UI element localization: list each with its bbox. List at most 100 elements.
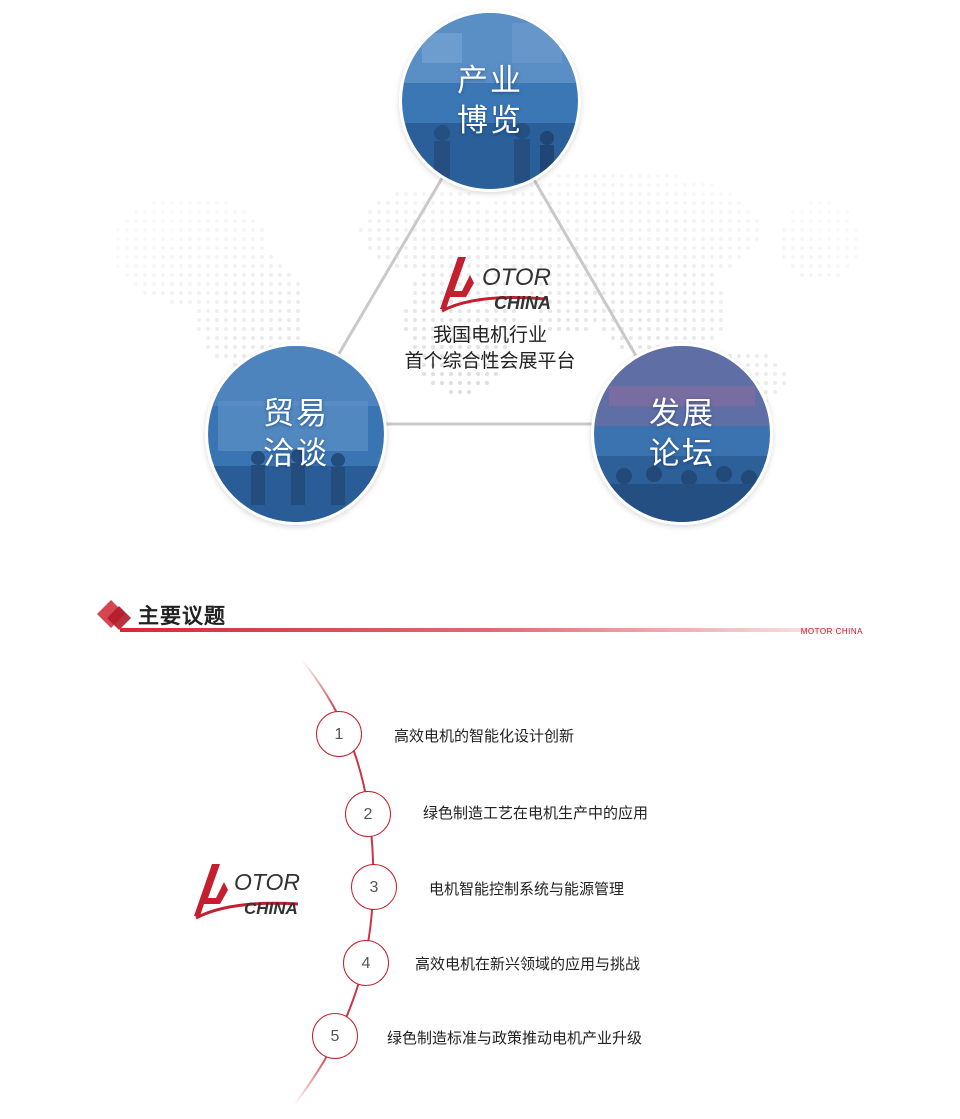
map-dot	[475, 227, 481, 233]
map-dot	[205, 200, 211, 206]
map-dot	[268, 317, 274, 323]
map-dot	[610, 218, 616, 224]
map-dot	[529, 245, 535, 251]
map-dot	[565, 200, 571, 206]
map-dot	[592, 245, 598, 251]
map-dot	[376, 245, 382, 251]
map-dot	[853, 245, 859, 251]
map-dot	[610, 290, 616, 296]
map-dot	[142, 272, 148, 278]
map-dot	[601, 326, 607, 332]
map-dot	[655, 227, 661, 233]
map-dot	[700, 191, 706, 197]
map-dot	[637, 182, 643, 188]
map-dot	[709, 290, 715, 296]
map-dot	[826, 200, 832, 206]
map-dot	[682, 200, 688, 206]
map-dot	[709, 281, 715, 287]
map-dot	[736, 236, 742, 242]
map-dot	[754, 236, 760, 242]
map-dot	[124, 263, 130, 269]
map-dot	[700, 317, 706, 323]
map-dot	[133, 263, 139, 269]
tagline-line2: 首个综合性会展平台	[404, 350, 576, 372]
map-dot	[187, 236, 193, 242]
map-dot	[772, 389, 778, 395]
map-dot	[439, 371, 445, 377]
map-dot	[637, 335, 643, 341]
map-dot	[628, 281, 634, 287]
map-dot	[475, 272, 481, 278]
map-dot	[610, 245, 616, 251]
map-dot	[412, 335, 418, 341]
map-dot	[187, 281, 193, 287]
map-dot	[646, 335, 652, 341]
map-dot	[799, 263, 805, 269]
map-dot	[484, 245, 490, 251]
map-dot	[133, 245, 139, 251]
map-dot	[583, 218, 589, 224]
map-dot	[493, 236, 499, 242]
topic-text-2: 绿色制造工艺在电机生产中的应用	[423, 804, 649, 822]
map-dot	[196, 263, 202, 269]
map-dot	[772, 362, 778, 368]
map-dot	[232, 254, 238, 260]
map-dot	[457, 209, 463, 215]
map-dot	[547, 236, 553, 242]
map-dot	[835, 254, 841, 260]
map-dot	[502, 353, 508, 359]
map-dot	[403, 200, 409, 206]
map-dot	[205, 218, 211, 224]
map-dot	[187, 200, 193, 206]
expo-photo	[402, 13, 578, 189]
map-dot	[178, 227, 184, 233]
map-dot	[727, 245, 733, 251]
map-dot	[475, 209, 481, 215]
map-dot	[538, 263, 544, 269]
map-dot	[466, 362, 472, 368]
map-dot	[844, 263, 850, 269]
map-dot	[655, 236, 661, 242]
map-dot	[637, 245, 643, 251]
map-dot	[205, 245, 211, 251]
map-dot	[718, 263, 724, 269]
map-dot	[682, 227, 688, 233]
map-dot	[691, 308, 697, 314]
map-dot	[457, 218, 463, 224]
map-dot	[592, 317, 598, 323]
map-dot	[673, 299, 679, 305]
map-dot	[214, 299, 220, 305]
map-dot	[520, 200, 526, 206]
map-dot	[673, 281, 679, 287]
map-dot	[421, 308, 427, 314]
map-dot	[682, 236, 688, 242]
map-dot	[421, 353, 427, 359]
map-dot	[196, 245, 202, 251]
map-dot	[403, 308, 409, 314]
map-dot	[430, 263, 436, 269]
map-dot	[619, 254, 625, 260]
map-dot	[259, 227, 265, 233]
map-dot	[286, 299, 292, 305]
map-dot	[691, 245, 697, 251]
map-dot	[277, 299, 283, 305]
map-dot	[610, 209, 616, 215]
map-dot	[502, 299, 508, 305]
map-dot	[610, 272, 616, 278]
map-dot	[556, 191, 562, 197]
map-dot	[700, 218, 706, 224]
map-dot	[529, 218, 535, 224]
map-dot	[619, 299, 625, 305]
map-dot	[439, 281, 445, 287]
map-dot	[295, 308, 301, 314]
forum-photo	[594, 346, 770, 522]
map-dot	[799, 209, 805, 215]
map-dot	[439, 317, 445, 323]
map-dot	[646, 218, 652, 224]
map-dot	[430, 308, 436, 314]
map-dot	[430, 317, 436, 323]
map-dot	[556, 326, 562, 332]
map-dot	[448, 389, 454, 395]
map-dot	[457, 200, 463, 206]
map-dot	[538, 308, 544, 314]
